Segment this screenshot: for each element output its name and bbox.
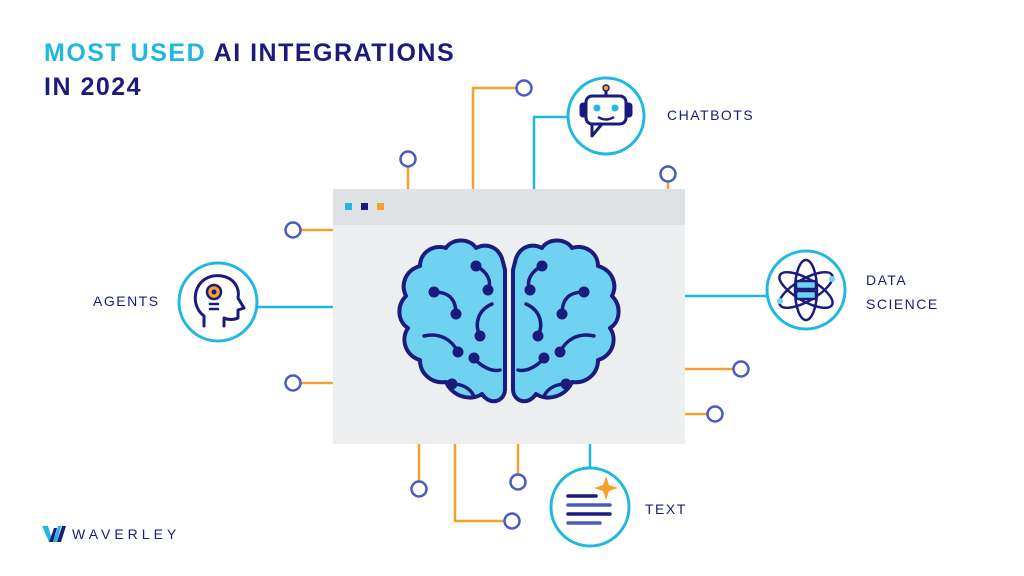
endpoint-circle: [515, 79, 533, 97]
circuit-node: [556, 308, 568, 320]
endpoint-circle: [659, 165, 677, 183]
circuit-nodes: [428, 260, 590, 390]
circuit-node: [538, 352, 550, 364]
connectors: [258, 86, 770, 523]
window-dot-navy: [361, 203, 368, 210]
circuit-node: [428, 286, 440, 298]
circuit-node: [482, 284, 494, 296]
connector-bottom-b: [453, 444, 505, 523]
page-title: MOST USED AI INTEGRATIONS IN 2024: [44, 36, 455, 104]
circuit-node: [470, 260, 482, 272]
circuit-node: [474, 330, 486, 342]
window-titlebar: [333, 189, 685, 225]
robot-icon: [579, 84, 633, 138]
text-node: [549, 466, 631, 548]
circuit-node: [578, 286, 590, 298]
endpoint-circle: [706, 405, 724, 423]
endpoint-circle: [284, 374, 302, 392]
data-science-label-line2: SCIENCE: [866, 296, 939, 312]
chatbots-node: [566, 76, 646, 156]
window-dot-orange: [377, 203, 384, 210]
atom-database-icon: [777, 258, 835, 322]
circuit-node: [524, 284, 536, 296]
endpoint-circle: [732, 360, 750, 378]
text-ring: [549, 466, 631, 548]
circuit-node: [468, 352, 480, 364]
circuit-node: [560, 378, 572, 390]
circuit-node: [450, 308, 462, 320]
agents-label: AGENTS: [93, 293, 160, 309]
connector-chatbots: [532, 115, 572, 189]
agents-ring: [177, 261, 259, 343]
title-accent: MOST USED: [44, 39, 207, 67]
logo-wordmark: WAVERLEY: [72, 526, 181, 542]
brain-icon: [397, 238, 621, 404]
circuit-node: [446, 378, 458, 390]
circuit-node: [532, 330, 544, 342]
endpoint-circle: [399, 150, 417, 168]
circuit-node: [452, 346, 464, 358]
endpoint-circle: [410, 480, 428, 498]
data-science-node: [765, 249, 847, 331]
connector-top-b: [471, 86, 518, 189]
title-rest: AI INTEGRATIONS: [206, 39, 456, 67]
browser-window: [333, 189, 685, 444]
sparkle-icon: [594, 476, 618, 500]
circuit-node: [536, 260, 548, 272]
text-label: TEXT: [645, 501, 687, 517]
agents-node: [177, 261, 259, 343]
circuit-node: [554, 346, 566, 358]
endpoint-circle: [284, 221, 302, 239]
brand-logo: WAVERLEY: [42, 526, 180, 542]
document-sparkle-icon: [566, 476, 618, 525]
window-dot-cyan: [345, 203, 352, 210]
data-science-label: DATA SCIENCE: [866, 268, 939, 316]
endpoint-circle: [509, 473, 527, 491]
title-line2: IN 2024: [44, 73, 143, 101]
endpoint-circle: [503, 512, 521, 530]
connector-endpoints: [284, 79, 750, 530]
window-body: [333, 189, 685, 444]
waverley-logo-icon: [42, 526, 66, 542]
head-gear-icon: [193, 274, 246, 328]
data-science-label-line1: DATA: [866, 272, 908, 288]
chatbots-label: CHATBOTS: [667, 107, 755, 123]
